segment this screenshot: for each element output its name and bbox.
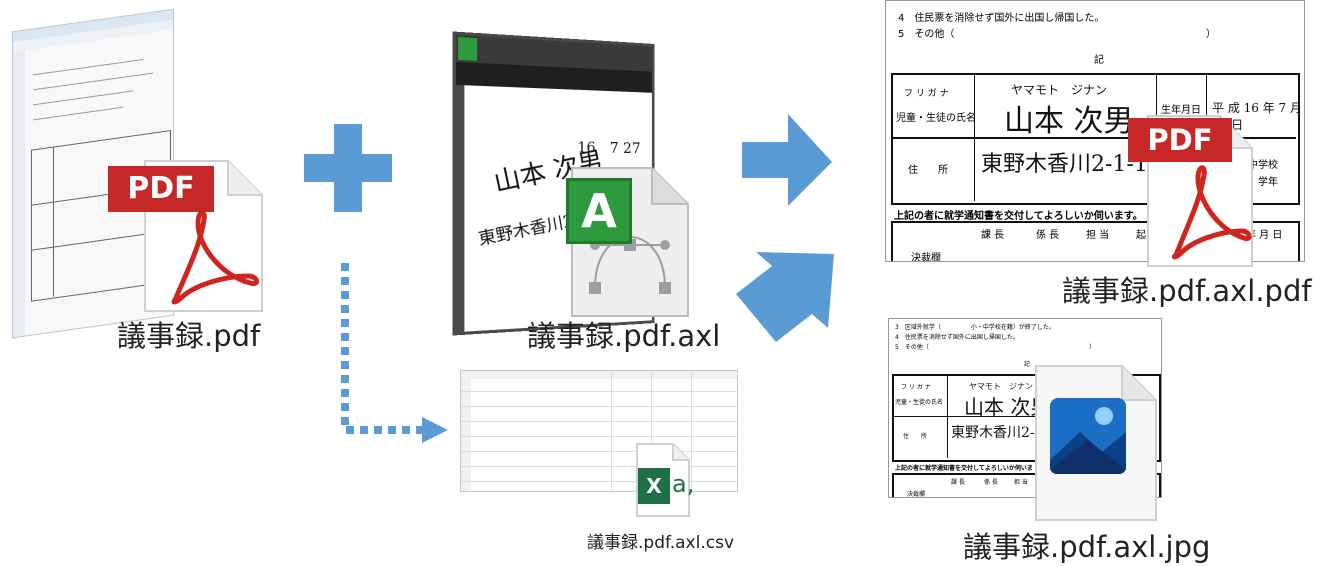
jpg-item4: 4 住民票を消除せず国外に出国し帰国した。 [895, 334, 1019, 341]
excel-sub-letter: a, [672, 470, 695, 498]
jpg-item3: 3 区域外就学（ 小・中学校在籍）が終了した。 [895, 324, 1055, 331]
output-date-label: 年 月 日 [1246, 230, 1283, 241]
output-address-label: 住 所 [908, 165, 948, 176]
jpg-notice: 上記の者に就学通知書を交付してよろしいか伺いま [895, 465, 1033, 472]
output-jpg-caption: 議事録.pdf.axl.jpg [963, 530, 1211, 564]
output-role-1: 課 長 [981, 230, 1005, 241]
pdf-badge: PDF [108, 166, 214, 212]
output-furigana-label: フ リ ガ ナ [904, 89, 949, 99]
dotted-arrow-to-csv [341, 263, 448, 443]
output-item5: 5 その他（ [898, 29, 955, 40]
output-birth-label: 生年月日 [1161, 105, 1201, 116]
arrow-to-pdf [742, 114, 832, 206]
source-pdf-group: PDF 議事録.pdf [0, 0, 263, 380]
output-notice: 上記の者に就学通知書を交付してよろしいか伺います。 [894, 211, 1143, 222]
output-school: 中学校 [1248, 160, 1278, 171]
csv-spreadsheet-preview [460, 370, 738, 492]
output-name-value: 山本 次男 [1004, 104, 1134, 139]
output-role-3: 担 当 [1086, 230, 1110, 241]
source-pdf-caption: 議事録.pdf [117, 319, 261, 353]
jpg-item5: 5 その他（ [895, 344, 929, 351]
axl-logo-badge [566, 178, 632, 244]
output-pdf-caption: 議事録.pdf.axl.pdf [1062, 274, 1312, 308]
image-file-icon [1035, 365, 1157, 521]
jpg-ki: 記 [1024, 361, 1031, 368]
jpg-item5-close: ） [1089, 344, 1096, 351]
axl-caption: 議事録.pdf.axl [527, 319, 721, 353]
jpg-role-2: 係 長 [984, 479, 998, 486]
output-grade: 学年 [1258, 177, 1278, 188]
jpg-address-label: 住 所 [903, 433, 928, 440]
arrow-to-jpg [736, 252, 834, 342]
output-item5-close: ） [1206, 29, 1216, 40]
csv-caption: 議事録.pdf.axl.csv [587, 533, 735, 553]
jpg-furigana-label: フ リ ガ ナ [901, 384, 931, 391]
excel-badge: X [638, 468, 670, 504]
output-name-kana: ヤマモト ジナン [1011, 83, 1108, 97]
output-name-label: 児童・生徒の氏名 [896, 113, 976, 124]
output-approval: 決裁欄 [911, 253, 941, 262]
output-item4: 4 住民票を消除せず国外に出国し帰国した。 [898, 13, 1105, 24]
output-role-2: 係 長 [1036, 230, 1060, 241]
jpg-name-kana: ヤマモト ジナン [969, 382, 1033, 391]
plus-icon [304, 124, 392, 212]
jpg-name-label: 児童・生徒の氏名 [895, 399, 944, 406]
axl-logo-letter: A [581, 184, 617, 238]
axl-handwriting-date: 16 7 27 [577, 138, 641, 157]
jpg-role-1: 課 長 [951, 479, 965, 486]
output-ki: 記 [1094, 55, 1104, 66]
jpg-role-3: 担 当 [1014, 479, 1028, 486]
jpg-approval: 決裁欄 [907, 491, 926, 498]
output-pdf-badge: PDF [1128, 118, 1232, 162]
